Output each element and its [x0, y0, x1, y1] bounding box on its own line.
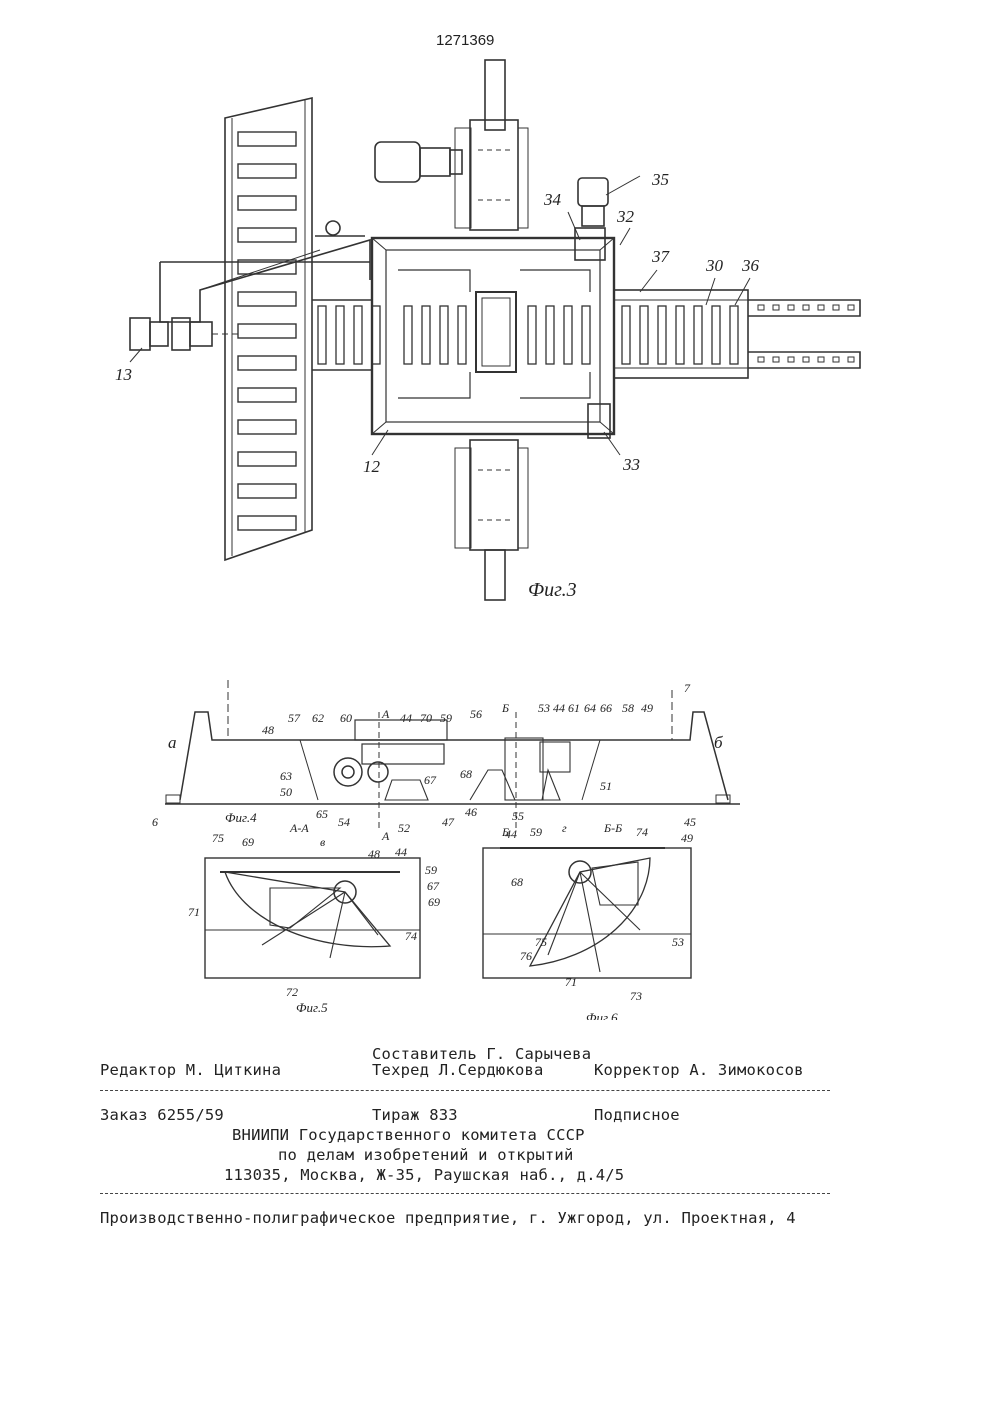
- fig4-label-44a: 44: [400, 711, 412, 725]
- fig5-label-44: 44: [395, 845, 407, 859]
- fig4-label-54: 54: [338, 815, 350, 829]
- fig4-label-64: 64: [584, 701, 596, 715]
- fig4-label-45: 45: [684, 815, 696, 829]
- fig4-label-B-top: Б: [501, 701, 509, 715]
- fig6-label-49: 49: [681, 831, 693, 845]
- org-line-1: ВНИИПИ Государственного комитета СССР: [232, 1126, 585, 1144]
- print-run-line: Тираж 833: [372, 1106, 458, 1124]
- fig6-label-76: 76: [520, 949, 532, 963]
- fig4-label-53: 53: [538, 701, 550, 715]
- fig4-label-68: 68: [460, 767, 472, 781]
- fig6-arrow: г: [562, 821, 567, 835]
- fig5-label-59: 59: [425, 863, 437, 877]
- fig4-label-70: 70: [420, 711, 432, 725]
- fig5-section: А-А: [289, 821, 309, 835]
- corrector-line: Корректор А. Зимокосов: [594, 1061, 804, 1079]
- fig5-arrow: в: [320, 835, 325, 849]
- fig4-label-7: 7: [684, 681, 691, 695]
- fig5-label-71: 71: [188, 905, 200, 919]
- fig4-label-44b: 44: [553, 701, 565, 715]
- divider-2: [100, 1193, 830, 1194]
- fig4-label-52: 52: [398, 821, 410, 835]
- fig4-label-59: 59: [440, 711, 452, 725]
- fig4-label-a: a: [168, 733, 177, 752]
- fig5-label-74: 74: [405, 929, 417, 943]
- fig4-label-b: б: [714, 733, 723, 752]
- fig4-label-6: 6: [152, 815, 158, 829]
- fig6-label-44: 44: [505, 827, 517, 841]
- fig4-label-60: 60: [340, 711, 352, 725]
- fig6-label-59: 59: [530, 825, 542, 839]
- fig4-label-57: 57: [288, 711, 301, 725]
- fig4-label-55: 55: [512, 809, 524, 823]
- fig5-label-48: 48: [368, 847, 380, 861]
- fig4-label-50: 50: [280, 785, 292, 799]
- fig4-label-66: 66: [600, 701, 612, 715]
- fig4-label-46: 46: [465, 805, 477, 819]
- fig4-label-61: 61: [568, 701, 580, 715]
- fig6-label-71: 71: [565, 975, 577, 989]
- fig6-label-68: 68: [511, 875, 523, 889]
- fig4-label-63: 63: [280, 769, 292, 783]
- fig4-label-A-top: A: [381, 707, 390, 721]
- fig5-label-69a: 69: [242, 835, 254, 849]
- fig4-label-47: 47: [442, 815, 455, 829]
- fig5-label-67: 67: [427, 879, 440, 893]
- fig6-label-75: 75: [535, 935, 547, 949]
- fig4-label-49: 49: [641, 701, 653, 715]
- org-line-3: 113035, Москва, Ж-35, Раушская наб., д.4…: [224, 1166, 624, 1184]
- fig6-label-53: 53: [672, 935, 684, 949]
- fig6-label-74: 74: [636, 825, 648, 839]
- subscription-line: Подписное: [594, 1106, 680, 1124]
- fig4-label-65: 65: [316, 807, 328, 821]
- footer-line: Производственно-полиграфическое предприя…: [100, 1209, 796, 1227]
- fig4-label-48: 48: [262, 723, 274, 737]
- fig6-caption: Фиг.6: [586, 1010, 618, 1020]
- order-line: Заказ 6255/59: [100, 1106, 224, 1124]
- fig4-caption: Фиг.4: [225, 810, 257, 825]
- fig5-label-69b: 69: [428, 895, 440, 909]
- fig4-label-58: 58: [622, 701, 634, 715]
- figure-4-drawing: 7 a б 6 48 57 62 60 44 70 59 56 53 44 61…: [0, 0, 1000, 1020]
- fig4-label-A-bottom: A: [381, 829, 390, 843]
- fig4-label-51: 51: [600, 779, 612, 793]
- fig4-label-62: 62: [312, 711, 324, 725]
- techred-line: Техред Л.Сердюкова: [372, 1061, 544, 1079]
- fig4-label-67: 67: [424, 773, 437, 787]
- fig6-label-73: 73: [630, 989, 642, 1003]
- fig5-label-75: 75: [212, 831, 224, 845]
- divider-1: [100, 1090, 830, 1091]
- fig5-caption: Фиг.5: [296, 1000, 328, 1015]
- editor-line: Редактор М. Циткина: [100, 1061, 281, 1079]
- fig6-section: Б-Б: [603, 821, 622, 835]
- fig4-label-56: 56: [470, 707, 482, 721]
- org-line-2: по делам изобретений и открытий: [278, 1146, 574, 1164]
- fig5-label-72: 72: [286, 985, 298, 999]
